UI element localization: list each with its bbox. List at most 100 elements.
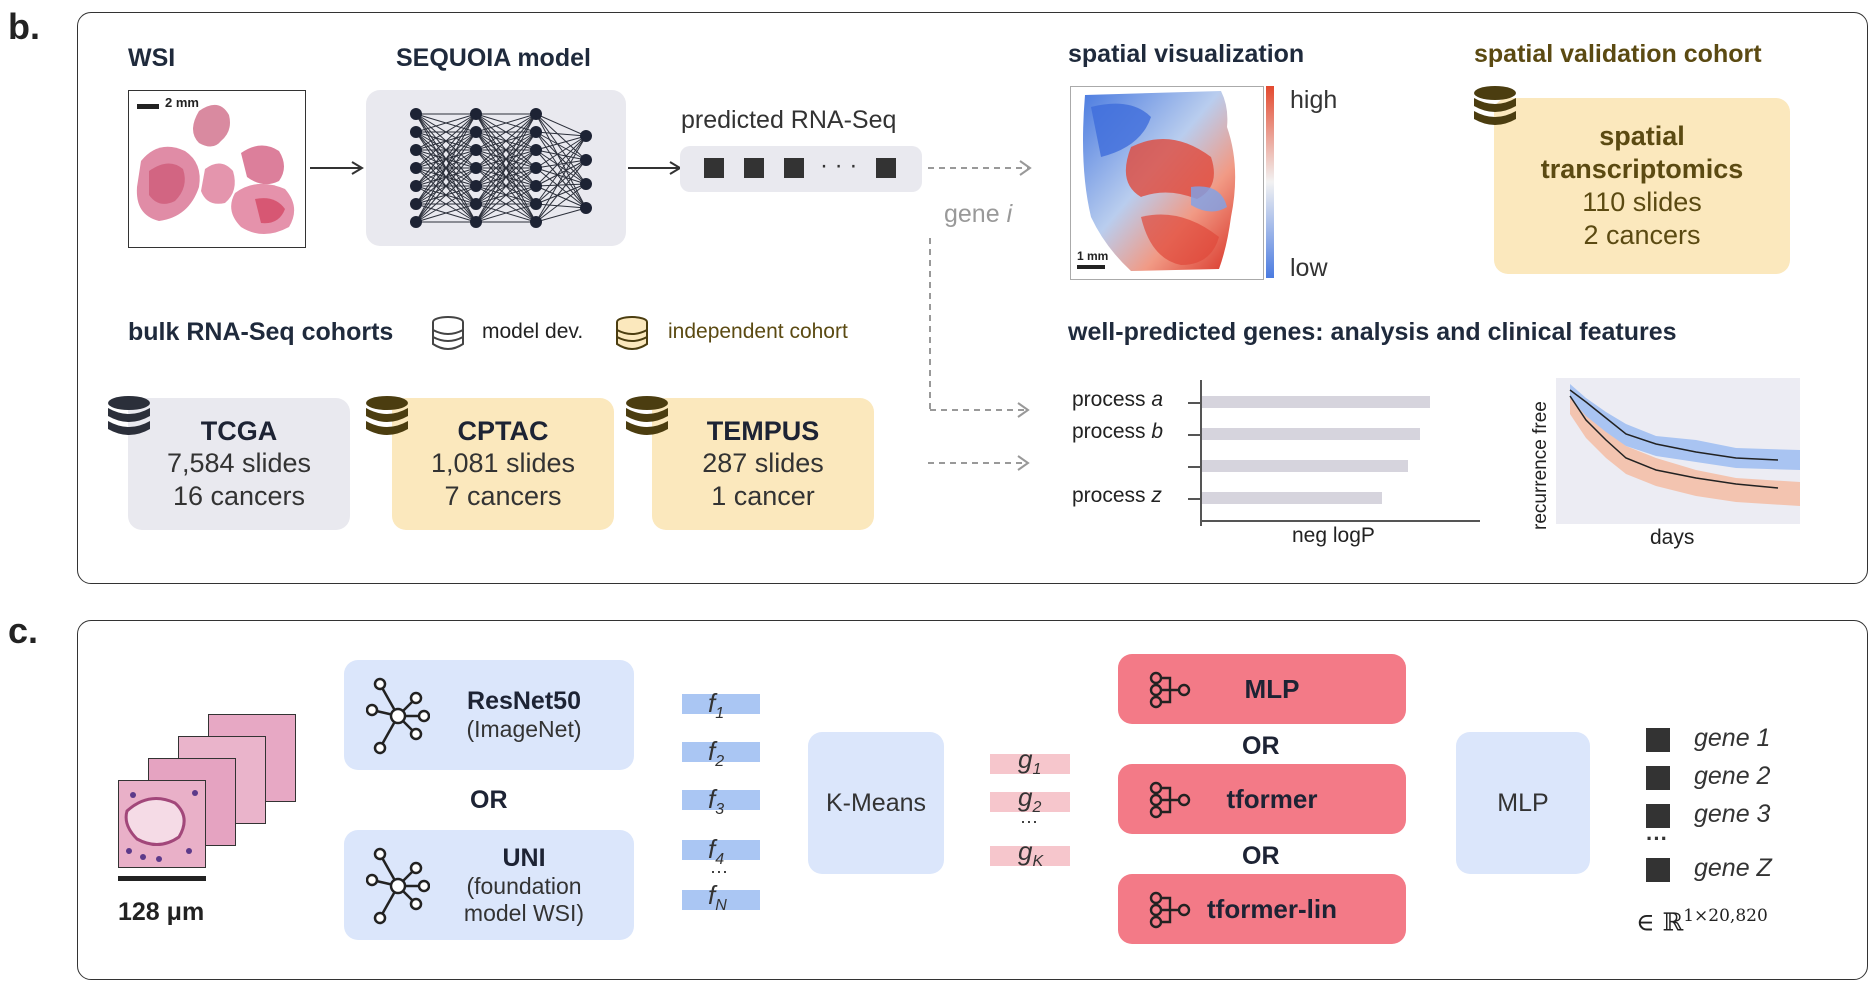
nn-edge — [475, 203, 537, 223]
network-icon — [366, 677, 430, 755]
nn-edge — [475, 131, 537, 223]
nn-edge — [535, 131, 587, 185]
nn-edge — [475, 167, 537, 223]
nn-node — [530, 126, 542, 138]
cluster-strip — [990, 846, 1070, 866]
nn-edge — [415, 113, 477, 169]
nn-node — [470, 198, 482, 210]
tick — [1188, 498, 1200, 500]
survival-plot — [1556, 378, 1800, 524]
spatial-heatmap: 1 mm — [1070, 86, 1264, 280]
feature-label: f4 — [708, 834, 725, 869]
patch-scale-bar — [118, 876, 206, 881]
nn-edge — [415, 113, 477, 205]
wsi-scale-bar — [137, 104, 159, 109]
output-space: ∈ ℝ1×20,820 — [1636, 906, 1768, 937]
nn-edge — [535, 113, 587, 137]
feature-label: f2 — [708, 736, 725, 771]
colorbar-high: high — [1290, 86, 1338, 114]
nn-edge — [535, 135, 587, 151]
network-icon — [366, 847, 430, 925]
nn-edge — [415, 131, 477, 223]
gene-square — [1646, 804, 1670, 828]
legend-independent: independent cohort — [668, 320, 848, 343]
cohort-cancers: 1 cancer — [711, 480, 815, 511]
gene-square — [1646, 766, 1670, 790]
nn-edge — [535, 135, 587, 223]
tick — [1188, 402, 1200, 404]
gene-i-var: i — [1006, 200, 1013, 228]
nn-edge — [535, 159, 587, 223]
cluster-label: g2 — [1018, 782, 1042, 817]
feature-strip — [682, 890, 760, 910]
resnet-sub: (ImageNet) — [466, 716, 582, 742]
nn-edge — [535, 183, 587, 205]
database-icon — [626, 396, 668, 435]
bar — [1202, 428, 1420, 440]
cluster-strip — [990, 754, 1070, 774]
nn-edge — [475, 113, 537, 187]
model-head-icon — [1149, 891, 1191, 929]
arrow-model-to-pred — [628, 161, 682, 175]
legend-model-dev: model dev. — [482, 320, 584, 343]
nn-node — [410, 216, 422, 228]
final-mlp-label: MLP — [1497, 788, 1549, 817]
validation-line3: 110 slides — [1582, 187, 1702, 217]
well-predicted-title: well-predicted genes: analysis and clini… — [1068, 318, 1677, 346]
uni-sub1: (foundation — [466, 872, 582, 899]
vector-cell — [876, 158, 896, 178]
dashed-connectors — [928, 160, 1032, 471]
vector-cell — [744, 158, 764, 178]
nn-edge — [475, 149, 537, 223]
nn-node — [470, 162, 482, 174]
feature-label: fN — [708, 880, 727, 915]
nn-edge — [415, 203, 477, 223]
feature-strip — [682, 694, 760, 714]
sequoia-network — [366, 90, 626, 246]
nn-edge — [475, 113, 537, 151]
head-label: tformer — [1226, 783, 1318, 814]
nn-edge — [535, 183, 587, 223]
nn-edge — [475, 113, 537, 205]
tile-patch — [118, 780, 206, 868]
kmeans-label: K-Means — [825, 788, 927, 817]
bar-y-axis — [1200, 380, 1202, 526]
panel-c-label: c. — [8, 610, 39, 651]
nn-edge — [415, 113, 477, 151]
cohort-slides: 7,584 slides — [166, 447, 312, 478]
nn-edge — [535, 131, 587, 161]
validation-line1: spatial — [1599, 121, 1685, 151]
nn-edge — [475, 113, 537, 133]
nn-node — [530, 108, 542, 120]
gene-square — [1646, 858, 1670, 882]
nn-edge — [535, 135, 587, 169]
database-outline-gold-icon — [616, 316, 648, 350]
cohort-tcga: TCGA 7,584 slides 16 cancers — [128, 398, 350, 530]
nn-edge — [535, 159, 587, 169]
nn-edge — [535, 183, 587, 187]
nn-node — [470, 144, 482, 156]
nn-edge — [535, 135, 587, 205]
vector-cell — [704, 158, 724, 178]
gene-label: gene 1 — [1694, 724, 1771, 752]
head-label: tformer-lin — [1207, 893, 1337, 924]
feature-label: f1 — [708, 688, 725, 723]
nn-edge — [535, 113, 587, 185]
nn-node — [530, 216, 542, 228]
cohort-name: CPTAC — [457, 415, 549, 446]
colorbar — [1266, 86, 1274, 278]
nn-edge — [535, 159, 587, 205]
nn-node — [580, 154, 592, 166]
nn-node — [530, 198, 542, 210]
nn-edge — [535, 113, 587, 161]
feature-strip — [682, 840, 760, 860]
cohort-slides: 1,081 slides — [430, 447, 576, 478]
nn-edge — [535, 167, 587, 185]
cluster-ellipsis: ⋯ — [1020, 812, 1038, 832]
model-head-icon — [1149, 671, 1191, 709]
feature-strip — [682, 790, 760, 810]
colorbar-low: low — [1290, 254, 1328, 282]
cohort-name: TCGA — [200, 415, 278, 446]
bar — [1202, 460, 1408, 472]
uni-sub2: model WSI) — [463, 899, 585, 926]
